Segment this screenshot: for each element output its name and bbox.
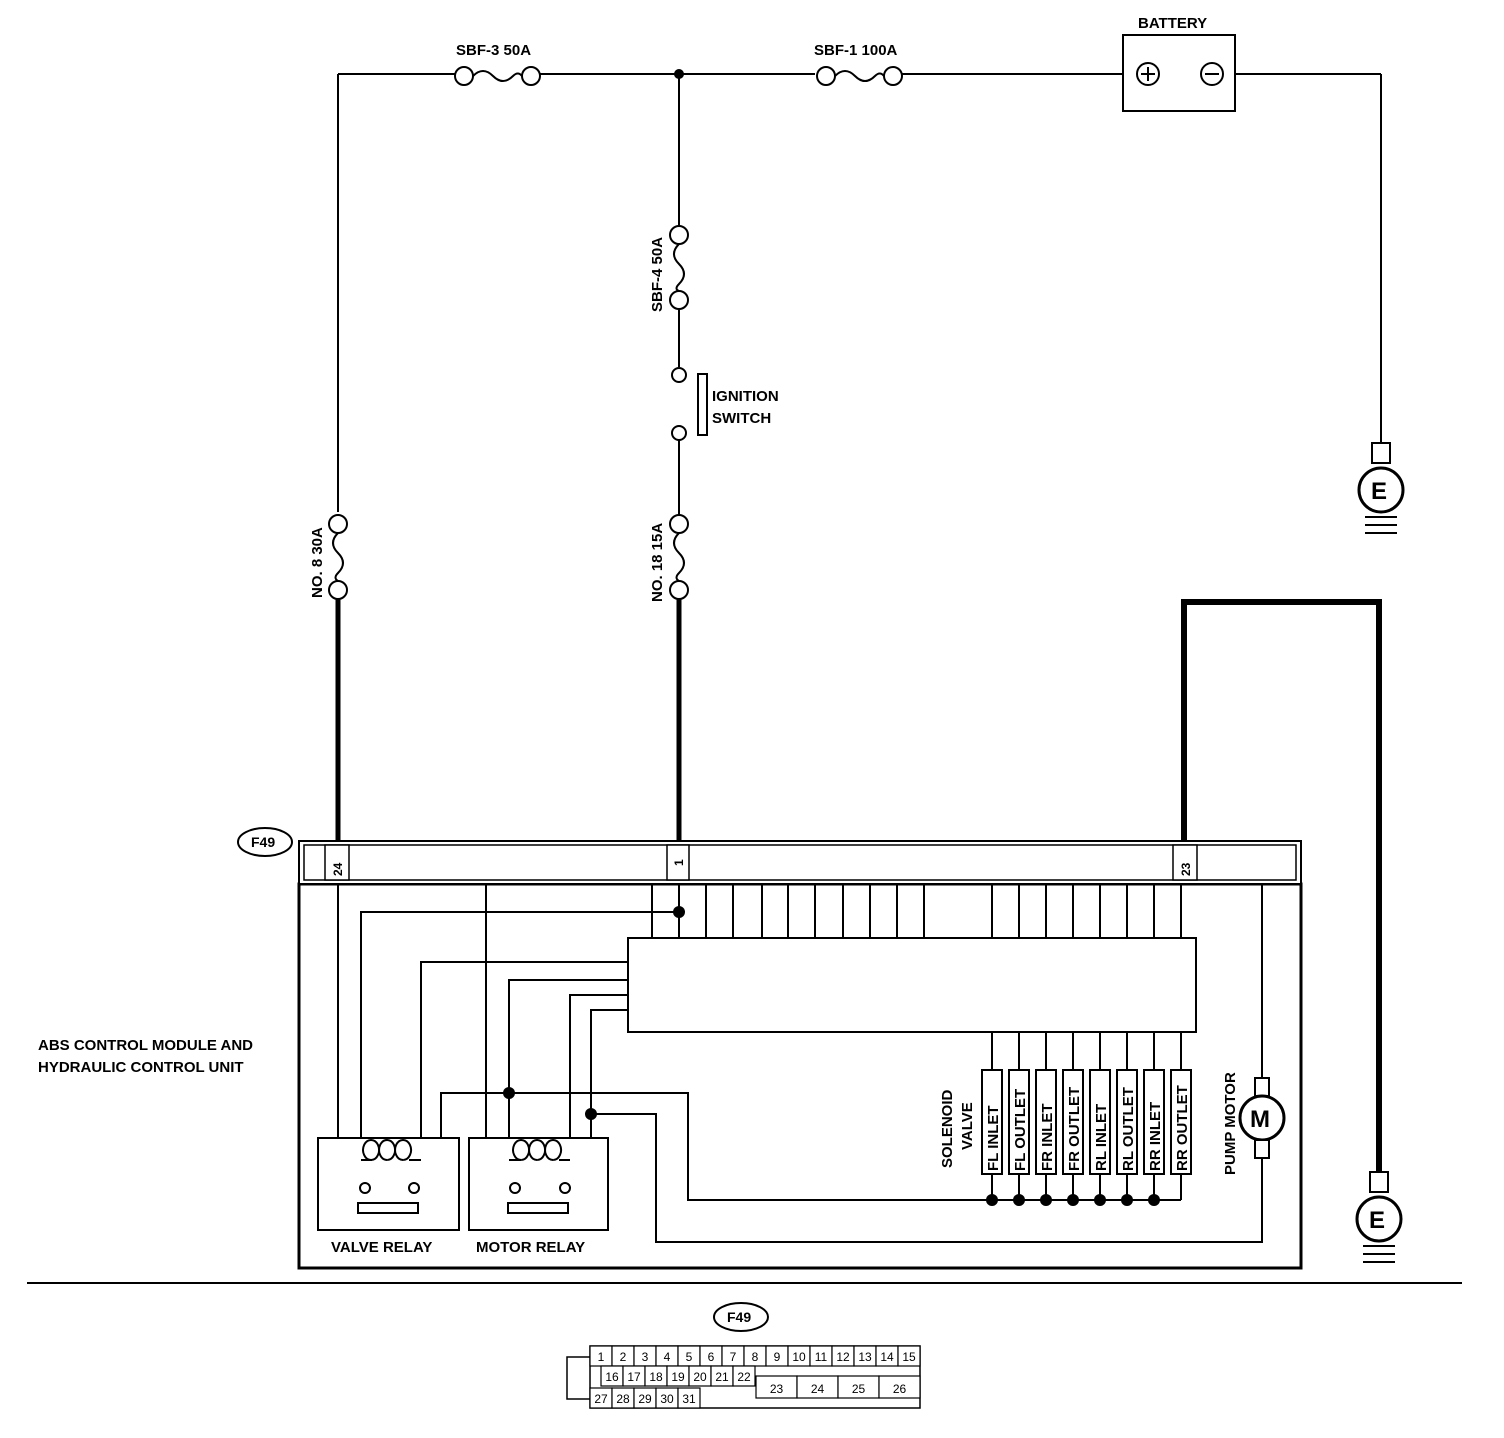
connector-pin-label: 25 [852,1382,866,1396]
fuse-no18-label: NO. 18 15A [649,523,666,602]
fuse-sbf1-label: SBF-1 100A [814,42,898,59]
connector-pin-label: 12 [836,1350,850,1364]
connector-pin-label: 9 [774,1350,781,1364]
connector-pin-label: 18 [649,1370,663,1384]
battery-label: BATTERY [1138,15,1207,32]
solenoid-box [1008,1069,1030,1175]
connector-pin-label: 23 [770,1382,784,1396]
module-label-2: HYDRAULIC CONTROL UNIT [38,1059,244,1076]
solenoid-label: RL OUTLET [1120,1087,1137,1171]
fuse-sbf4-label: SBF-4 50A [649,237,666,312]
connector-pin-label: 3 [642,1350,649,1364]
connector-pin-label-cell [732,1365,756,1387]
fuse-sbf1: SBF-1 100A [814,42,903,86]
solenoid-label: FL OUTLET [1012,1089,1029,1171]
solenoid-label: RR OUTLET [1174,1085,1191,1171]
connector-pin-label: 30 [660,1392,674,1406]
solenoid-box [1170,1069,1192,1175]
connector-pin-label-cell [897,1345,921,1367]
ground-bottom: E [1355,1171,1403,1263]
fuse-no8-label: NO. 8 30A [309,527,326,598]
connector-pin-label: 31 [682,1392,696,1406]
junction-dots [503,906,1160,1206]
ignition-label-1: IGNITION [712,388,779,405]
solenoid-group: FL INLET FL OUTLET FR INLET FR OUTLET RL INL… [981,1069,1192,1175]
connector-pin-label: 16 [605,1370,619,1384]
connector-pin-label: 10 [792,1350,806,1364]
module-label-1: ABS CONTROL MODULE AND [38,1037,253,1054]
connector-pin-label: 14 [880,1350,894,1364]
connector-pin-label: 2 [620,1350,627,1364]
ignition-label-2: SWITCH [712,410,771,427]
module-connector-label: F49 [251,834,275,850]
connector-pin-label: 11 [815,1350,828,1364]
connector-pin-label: 4 [664,1350,671,1364]
pin-24: 24 [331,862,345,876]
connector-pin-label: 21 [715,1370,729,1384]
connector-pin-label: 24 [811,1382,825,1396]
connector-pin-label: 20 [693,1370,707,1384]
connector-pin-label: 29 [638,1392,652,1406]
solenoid-box [1062,1069,1084,1175]
ground-top: E [1357,442,1405,534]
solenoid-label-1: SOLENOID [939,1089,956,1168]
connector-pin-label: 6 [708,1350,715,1364]
connector-pin-label: 13 [858,1350,872,1364]
connector-pin-label: 28 [616,1392,630,1406]
solenoid-box [1035,1069,1057,1175]
solenoid-label: FR INLET [1039,1104,1056,1172]
harness-wires [335,599,1382,1172]
fuse-no8: NO. 8 30A [309,514,348,600]
valve-relay: VALVE RELAY [317,1137,460,1256]
fuse-sbf3-label: SBF-3 50A [456,42,531,59]
solenoid-label: RL INLET [1093,1104,1110,1171]
pump-motor: M PUMP MOTOR [1222,1072,1286,1175]
pin-23: 23 [1179,862,1193,876]
motor-relay-label: MOTOR RELAY [476,1239,585,1256]
connector-pin-label: 19 [671,1370,685,1384]
abs-module: F49 24 1 23 ABS CONTROL MODULE AND HYDRA… [38,827,1303,1270]
fuse-sbf3: SBF-3 50A [454,42,541,86]
internal-wiring [337,884,1263,1243]
connector-pin-label: 1 [598,1350,605,1364]
connector-pin-label: 8 [752,1350,759,1364]
solenoid-label: RR INLET [1147,1102,1164,1171]
solenoid-label: FR OUTLET [1066,1087,1083,1171]
solenoid-box [1116,1069,1138,1175]
ground-top-symbol: E [1371,478,1387,505]
motor-relay: MOTOR RELAY [468,1137,609,1256]
battery: BATTERY [1122,15,1236,112]
connector-pin-label: 26 [893,1382,907,1396]
power-wiring [337,73,1382,516]
connector-pin-label: 5 [686,1350,693,1364]
fuse-sbf4: SBF-4 50A [649,225,689,312]
connector-view-label: F49 [727,1309,751,1325]
solenoid-box [1143,1069,1165,1175]
connector-pin-label: 17 [627,1370,641,1384]
junction-dot [674,69,684,79]
connector-pin-label: 27 [594,1392,608,1406]
pump-motor-label: PUMP MOTOR [1222,1072,1239,1175]
solenoid-label: FL INLET [985,1105,1002,1171]
solenoid-box [981,1069,1003,1175]
ground-bottom-symbol: E [1369,1207,1385,1234]
pin-1: 1 [672,859,686,866]
valve-relay-label: VALVE RELAY [331,1239,432,1256]
solenoid-label-2: VALVE [959,1102,976,1150]
solenoid-valves: SOLENOID VALVE FL INLET FL OUTLET FR INLET… [939,1069,1192,1175]
connector-pin-label-cell [677,1387,701,1409]
connector-pin-label: 22 [737,1370,751,1384]
connector-pin-label-cell [878,1375,921,1399]
fuse-no18: NO. 18 15A [649,514,689,602]
connector-pin-label: 7 [730,1350,737,1364]
ignition-switch: IGNITION SWITCH [671,367,779,441]
solenoid-box [1089,1069,1111,1175]
pump-motor-symbol: M [1250,1106,1270,1133]
connector-pin-label: 15 [902,1350,916,1364]
